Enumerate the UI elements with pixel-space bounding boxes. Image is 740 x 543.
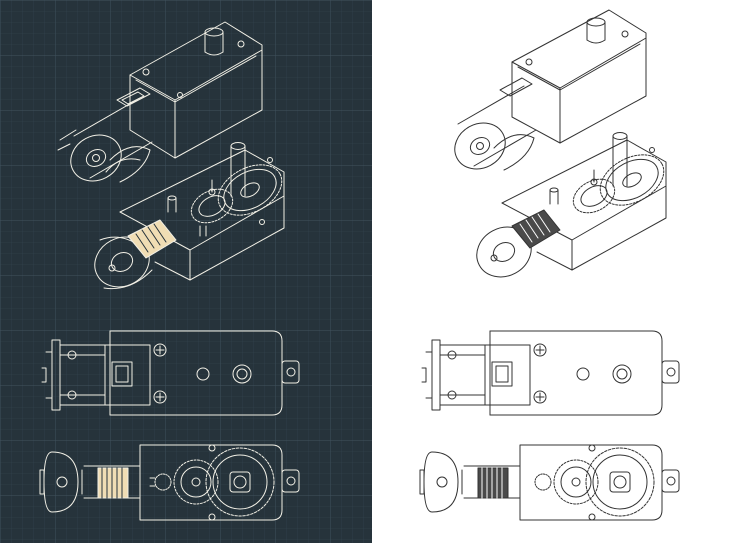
top-view-housing-light bbox=[421, 330, 680, 416]
light-drawing bbox=[372, 0, 740, 543]
iso-armature-light bbox=[511, 209, 561, 249]
top-view-armature-light bbox=[477, 467, 509, 499]
grid-pattern bbox=[0, 0, 372, 543]
light-blueprint-panel bbox=[372, 0, 740, 543]
iso-open-gearbox bbox=[94, 142, 285, 290]
top-view-armature bbox=[97, 467, 129, 499]
light-background bbox=[372, 0, 740, 543]
top-view-gear-train-light bbox=[419, 444, 680, 521]
top-view-housing bbox=[41, 330, 300, 416]
iso-closed-motor bbox=[57, 21, 263, 183]
iso-armature bbox=[127, 219, 177, 259]
iso-open-gearbox-light bbox=[476, 132, 667, 278]
dark-drawing bbox=[0, 0, 372, 543]
iso-closed-motor-light bbox=[454, 9, 647, 171]
dark-blueprint-panel bbox=[0, 0, 372, 543]
